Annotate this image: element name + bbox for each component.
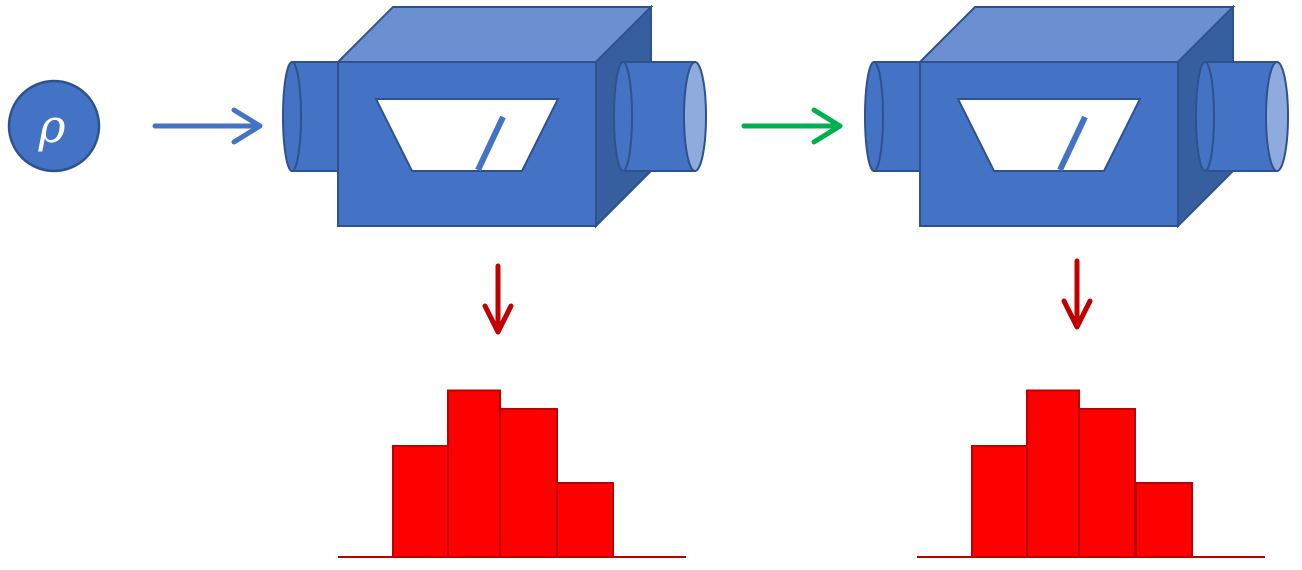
left-pipe-cap [282, 61, 302, 172]
state-symbol: ρ [37, 99, 65, 153]
outcome-histogram-1 [338, 389, 686, 558]
state-circle [7, 79, 101, 173]
meter-window [374, 98, 560, 172]
histogram-bar [392, 445, 449, 558]
between-arrow-head [811, 107, 843, 145]
histogram-bar [556, 482, 614, 558]
output-arrow-1 [482, 263, 514, 335]
input-arrow-head [231, 107, 263, 145]
input-arrow [152, 107, 263, 145]
histogram-bar [1135, 482, 1193, 558]
right-pipe-back [1195, 61, 1215, 172]
right-pipe-opening [1265, 61, 1289, 172]
right-pipe-back [613, 61, 633, 172]
between-devices-arrow [741, 107, 843, 145]
histogram-bar [499, 408, 558, 558]
meter-window [956, 98, 1142, 172]
left-pipe-cap [864, 61, 884, 172]
histogram-bar [1078, 408, 1136, 558]
measurement-device-1 [282, 4, 707, 229]
outcome-histogram-2 [917, 389, 1265, 558]
output-arrow-2-head [1061, 298, 1093, 330]
state-node: ρ [7, 79, 101, 173]
output-arrow-1-head [482, 303, 514, 335]
histogram-bar [1026, 389, 1080, 558]
meter-needle [475, 115, 506, 172]
histogram-bar [447, 389, 501, 558]
meter-needle [1057, 115, 1088, 172]
right-pipe-opening [683, 61, 707, 172]
measurement-device-2 [864, 4, 1289, 229]
output-arrow-2 [1061, 258, 1093, 330]
histogram-bar [971, 445, 1028, 558]
